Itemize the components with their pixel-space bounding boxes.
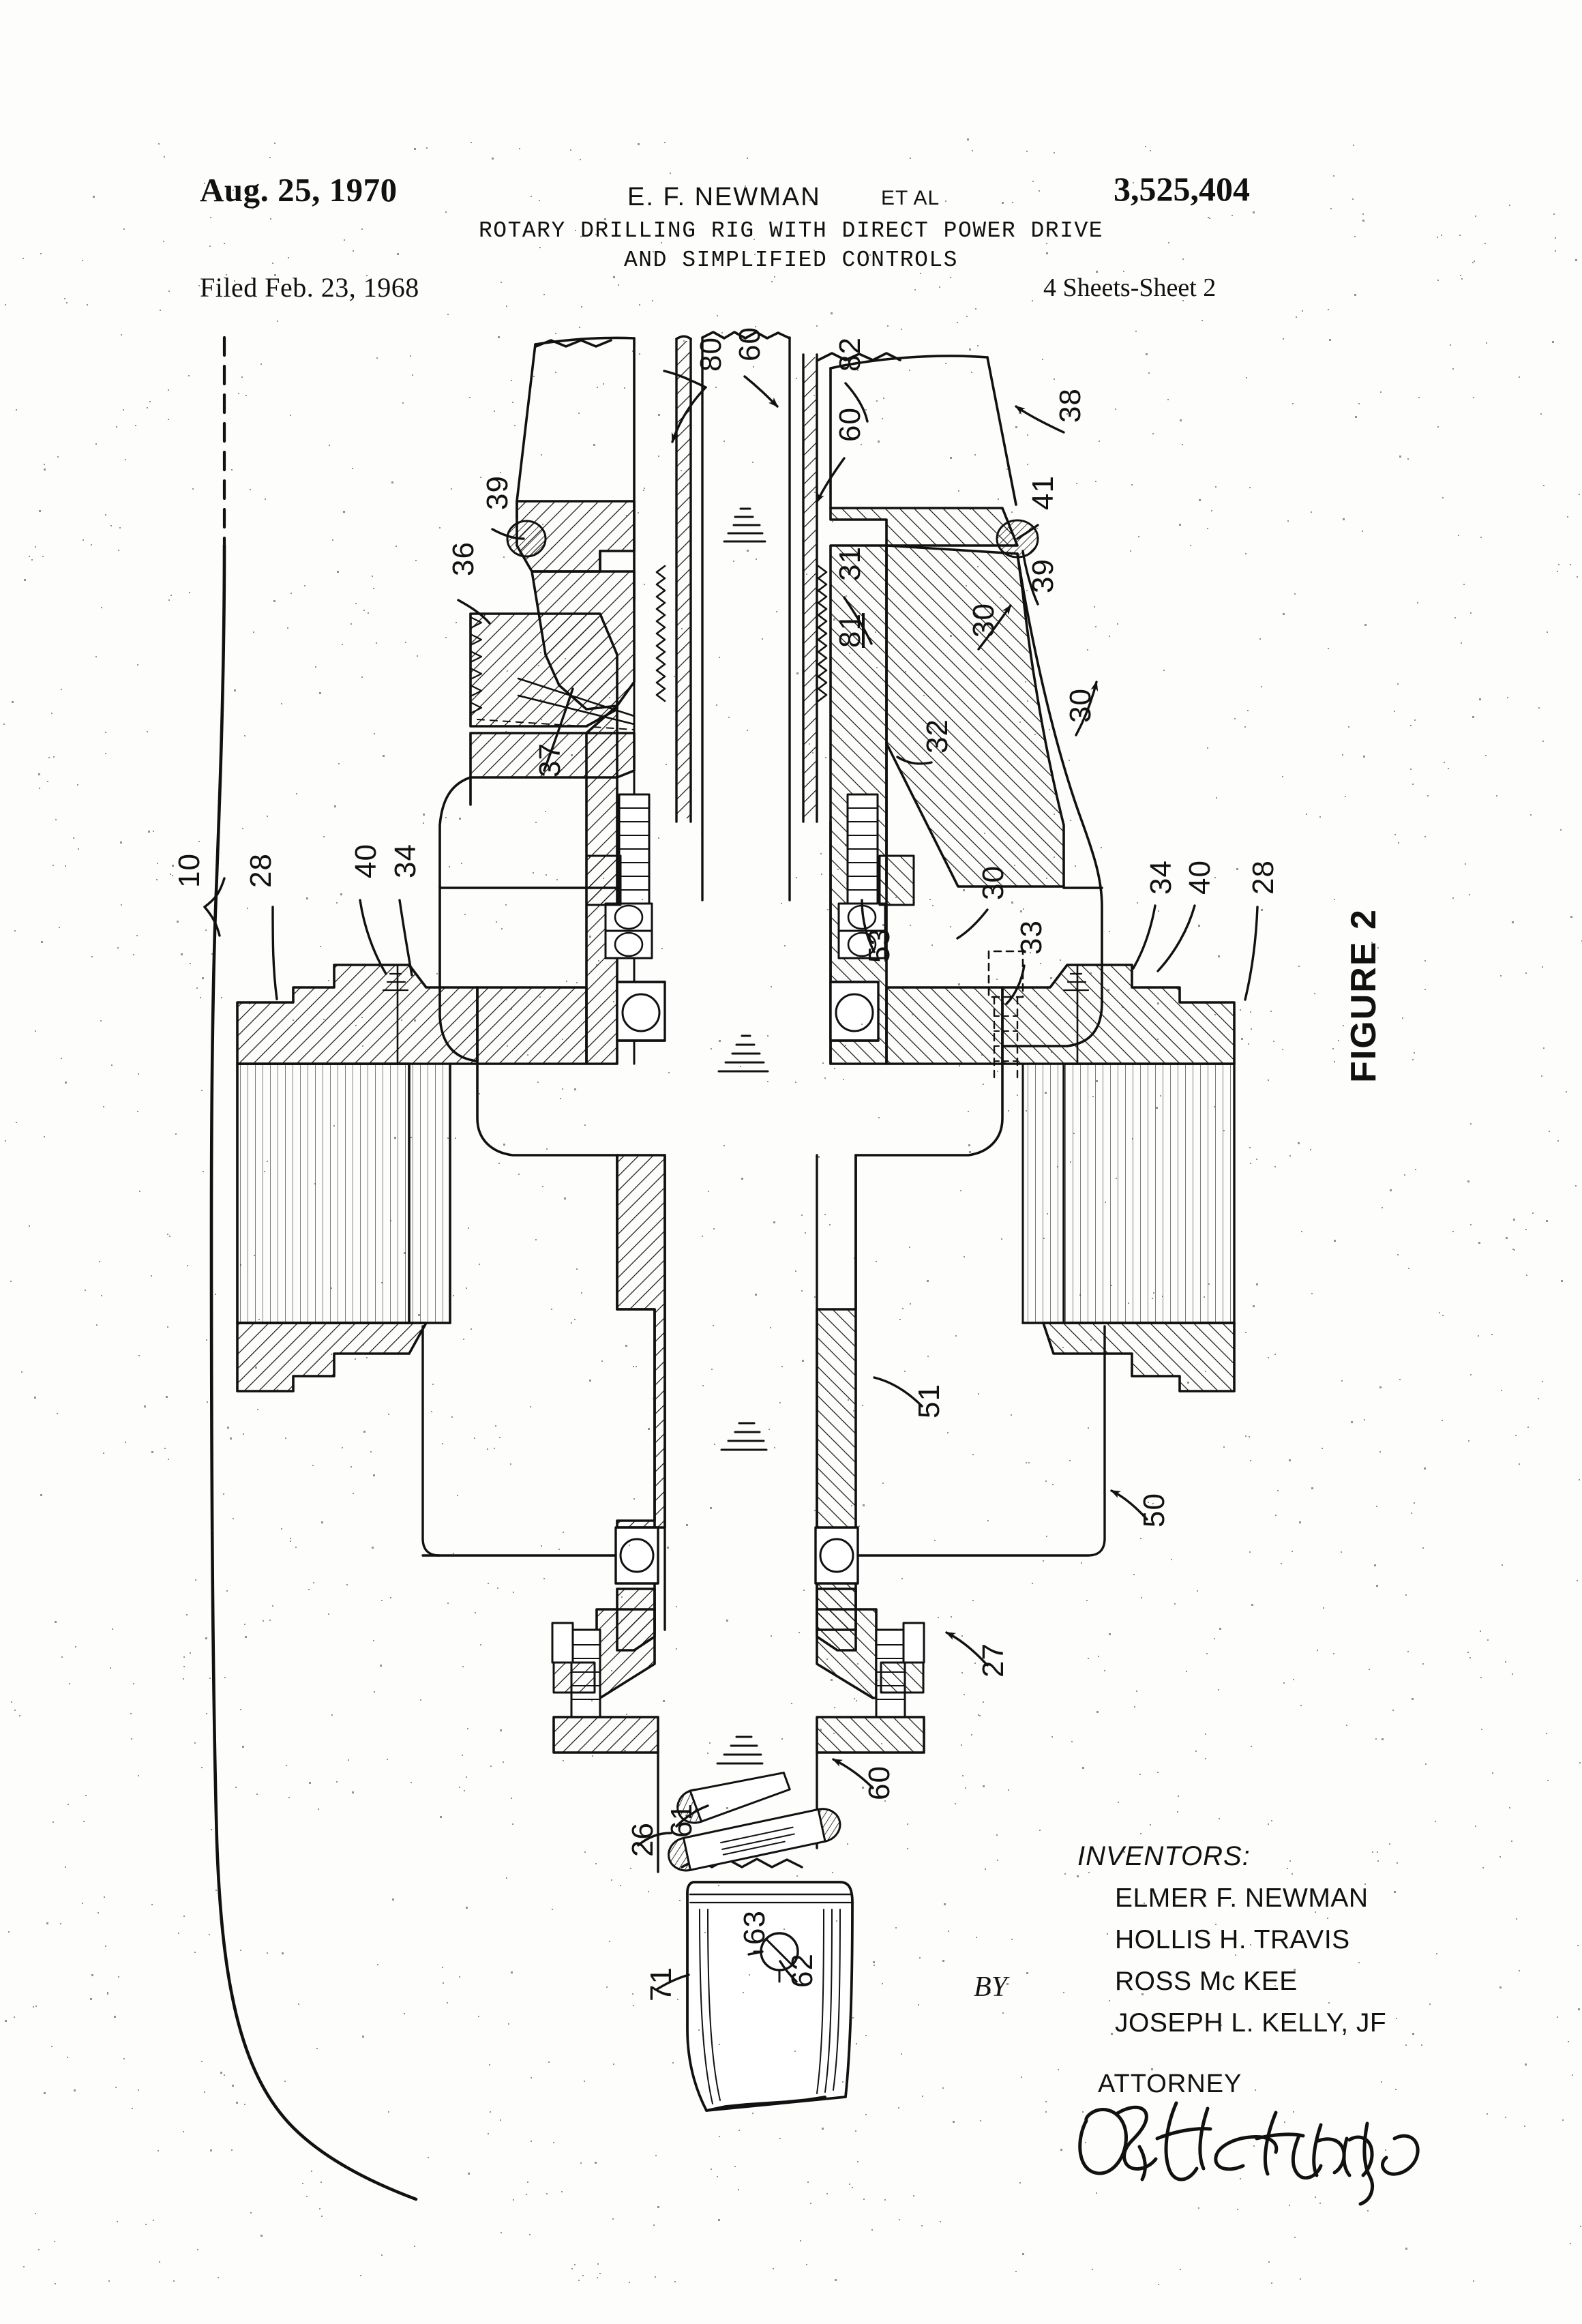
reference-numeral-33: 33 <box>1015 920 1048 955</box>
reference-numeral-50: 50 <box>1137 1493 1171 1528</box>
reference-numeral-63: 63 <box>738 1910 771 1945</box>
reference-numeral-28: 28 <box>1247 860 1280 895</box>
by-label: BY <box>974 1971 1008 2003</box>
bearing-upper-right <box>829 981 880 1042</box>
bearing-upper-left <box>616 981 666 1042</box>
motor-casing-left-end <box>236 1322 428 1392</box>
upper-flange-right <box>829 507 1019 547</box>
reference-numeral-51: 51 <box>912 1384 946 1418</box>
bearing-lower-right <box>814 1526 859 1585</box>
reference-numeral-32: 32 <box>921 719 954 754</box>
reference-numeral-10: 10 <box>173 853 206 888</box>
motor-casing-right <box>1021 1062 1236 1324</box>
bearing-lower-left <box>614 1526 659 1585</box>
reference-numeral-71: 71 <box>644 1967 678 2001</box>
threaded-joint-81 <box>817 565 828 702</box>
motor-end-flange-right <box>1001 964 1236 1065</box>
reference-numeral-27: 27 <box>976 1643 1010 1678</box>
coupling-27-right <box>816 1588 925 1754</box>
threaded-joint-80 <box>655 565 666 702</box>
reference-numeral-30: 30 <box>1064 688 1097 723</box>
motor-casing-right-end <box>1042 1322 1236 1392</box>
inventor-name: ROSS Mc KEE <box>1115 1967 1298 1996</box>
section-hatch-glyph-2 <box>717 1034 769 1073</box>
upper-cone-right-30 <box>885 544 1065 888</box>
reference-numeral-61: 61 <box>665 1803 698 1838</box>
attorney-signature <box>1078 2101 1420 2206</box>
inventor-name: ELMER F. NEWMAN <box>1115 1883 1369 1913</box>
reference-numeral-82: 82 <box>833 337 867 372</box>
bore-60 <box>701 331 791 902</box>
reference-numeral-31: 31 <box>833 546 867 581</box>
quill-wall-hatch-right <box>804 357 817 818</box>
reference-numeral-30: 30 <box>967 603 1000 638</box>
section-hatch-glyph-3 <box>720 1422 768 1451</box>
section-hatch-glyph-4 <box>716 1735 764 1765</box>
reference-numeral-38: 38 <box>1054 388 1087 423</box>
motor-end-flange-left <box>236 964 479 1065</box>
seal-ring-39-left <box>506 520 547 558</box>
reference-numeral-81: 81 <box>833 613 867 648</box>
reference-numeral-34: 34 <box>1144 860 1178 895</box>
reference-numeral-80: 80 <box>694 337 728 372</box>
reference-numeral-37: 37 <box>533 743 567 777</box>
reference-numeral-62: 62 <box>786 1953 819 1988</box>
coupling-27-left <box>551 1588 659 1754</box>
reference-numeral-60: 60 <box>833 407 867 442</box>
motor-casing-left <box>236 1062 451 1324</box>
reference-numeral-40: 40 <box>349 844 383 878</box>
reference-numeral-53: 53 <box>863 928 896 963</box>
inventors-heading: INVENTORS: <box>1077 1841 1251 1871</box>
inventor-name: JOSEPH L. KELLY, JF <box>1115 2008 1387 2038</box>
reference-numeral-26: 26 <box>626 1822 659 1857</box>
figure-caption: FIGURE 2 <box>1344 908 1384 1083</box>
reference-numeral-40: 40 <box>1183 860 1217 895</box>
reference-numeral-39: 39 <box>481 475 514 510</box>
reference-numeral-34: 34 <box>389 844 422 878</box>
section-hatch-glyph <box>723 507 766 543</box>
quill-wall-hatch-left <box>677 341 690 818</box>
reference-numeral-39: 39 <box>1026 558 1060 593</box>
reference-numeral-28: 28 <box>244 853 278 888</box>
inventors-block: INVENTORS: ELMER F. NEWMAN HOLLIS H. TRA… <box>1077 1841 1386 2038</box>
inventor-name: HOLLIS H. TRAVIS <box>1115 1925 1350 1954</box>
reference-numeral-36: 36 <box>447 541 480 576</box>
reference-numeral-60: 60 <box>733 327 766 361</box>
reference-numeral-41: 41 <box>1026 475 1060 510</box>
reference-numeral-60: 60 <box>863 1766 896 1800</box>
reference-numeral-30: 30 <box>976 865 1010 900</box>
